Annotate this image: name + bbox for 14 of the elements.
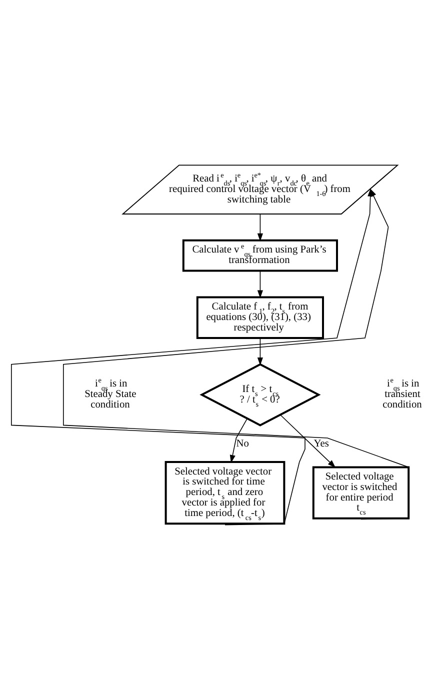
label: i$^{e}$$_{qs}$ is in transient condition bbox=[382, 376, 422, 410]
arrow bbox=[280, 414, 336, 468]
node-box: Calculate v$^{e}$$_{qs}$ from using Park’s transformation bbox=[182, 238, 338, 272]
node-box: Selected voltage vector is switched for time period, t$_{s}$ and zero vector is applied for time period, (t$_{cs}$-t$_{s}$) bbox=[164, 460, 286, 524]
arrow bbox=[257, 270, 263, 298]
node-box: Selected voltage vector is switched for entire period t$_{cs}$ bbox=[312, 466, 410, 519]
node-diamond: If t$_{s}$ > t$_{cs}$ ? / t$_{s}$ < 0? bbox=[200, 362, 321, 426]
edge-label: No bbox=[236, 438, 249, 449]
arrow bbox=[230, 418, 248, 463]
arrow bbox=[257, 213, 263, 241]
arrow bbox=[257, 337, 263, 366]
node-box: Calculate f$_{1}$, f$_{2}$, t$_{s}$ from equations (30), (31), (33) respectively bbox=[196, 296, 324, 338]
edge-label: Yes bbox=[314, 438, 329, 449]
label: i$^{e}$$_{qs}$ is in Steady State condition bbox=[84, 376, 136, 410]
